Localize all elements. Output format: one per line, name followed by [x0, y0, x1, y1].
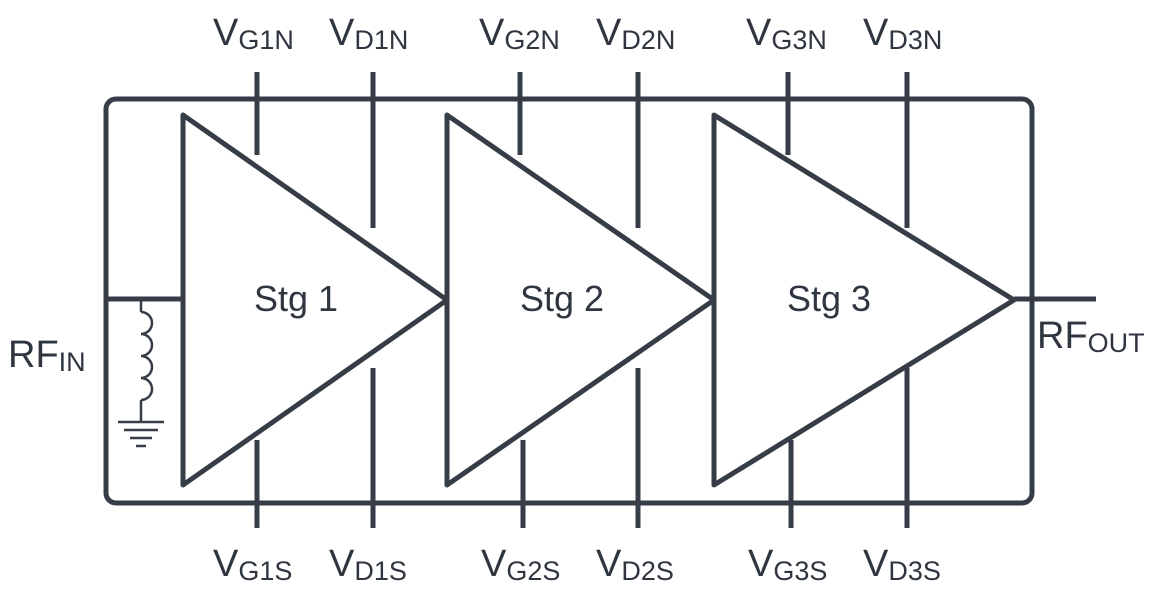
- stage-1-label: Stg 1: [254, 278, 338, 319]
- stage-3-label: Stg 3: [787, 278, 871, 319]
- inductor-coil: [140, 310, 154, 402]
- shunt-inductor-to-ground: [118, 299, 164, 448]
- stage-2-amplifier: [444, 112, 717, 488]
- pin-label-vd2s: VD2S: [596, 543, 674, 586]
- pin-label-vd1n: VD1N: [329, 12, 408, 55]
- pin-label-vg3s: VG3S: [748, 543, 827, 586]
- rf-in-label: RFIN: [8, 334, 86, 377]
- stage-3-amplifier: [711, 112, 1017, 488]
- top-bias-leads: [254, 72, 910, 228]
- pin-label-vg3n: VG3N: [746, 12, 827, 55]
- pin-label-vg1n: VG1N: [213, 12, 294, 55]
- stage-1-amplifier: [180, 112, 450, 488]
- pin-label-vd2n: VD2N: [596, 12, 675, 55]
- pin-label-vg1s: VG1S: [213, 543, 292, 586]
- pin-label-vd3s: VD3S: [863, 543, 941, 586]
- rf-out-label: RFOUT: [1037, 315, 1145, 358]
- pin-label-vg2s: VG2S: [481, 543, 560, 586]
- bottom-pin-labels: VG1S VD1S VG2S VD2S VG3S VD3S: [213, 543, 941, 586]
- top-pin-labels: VG1N VD1N VG2N VD2N VG3N VD3N: [213, 12, 942, 55]
- pin-label-vd3n: VD3N: [863, 12, 942, 55]
- pin-label-vg2n: VG2N: [479, 12, 560, 55]
- bottom-bias-leads: [254, 368, 910, 528]
- stage-2-label: Stg 2: [520, 278, 604, 319]
- pin-label-vd1s: VD1S: [329, 543, 407, 586]
